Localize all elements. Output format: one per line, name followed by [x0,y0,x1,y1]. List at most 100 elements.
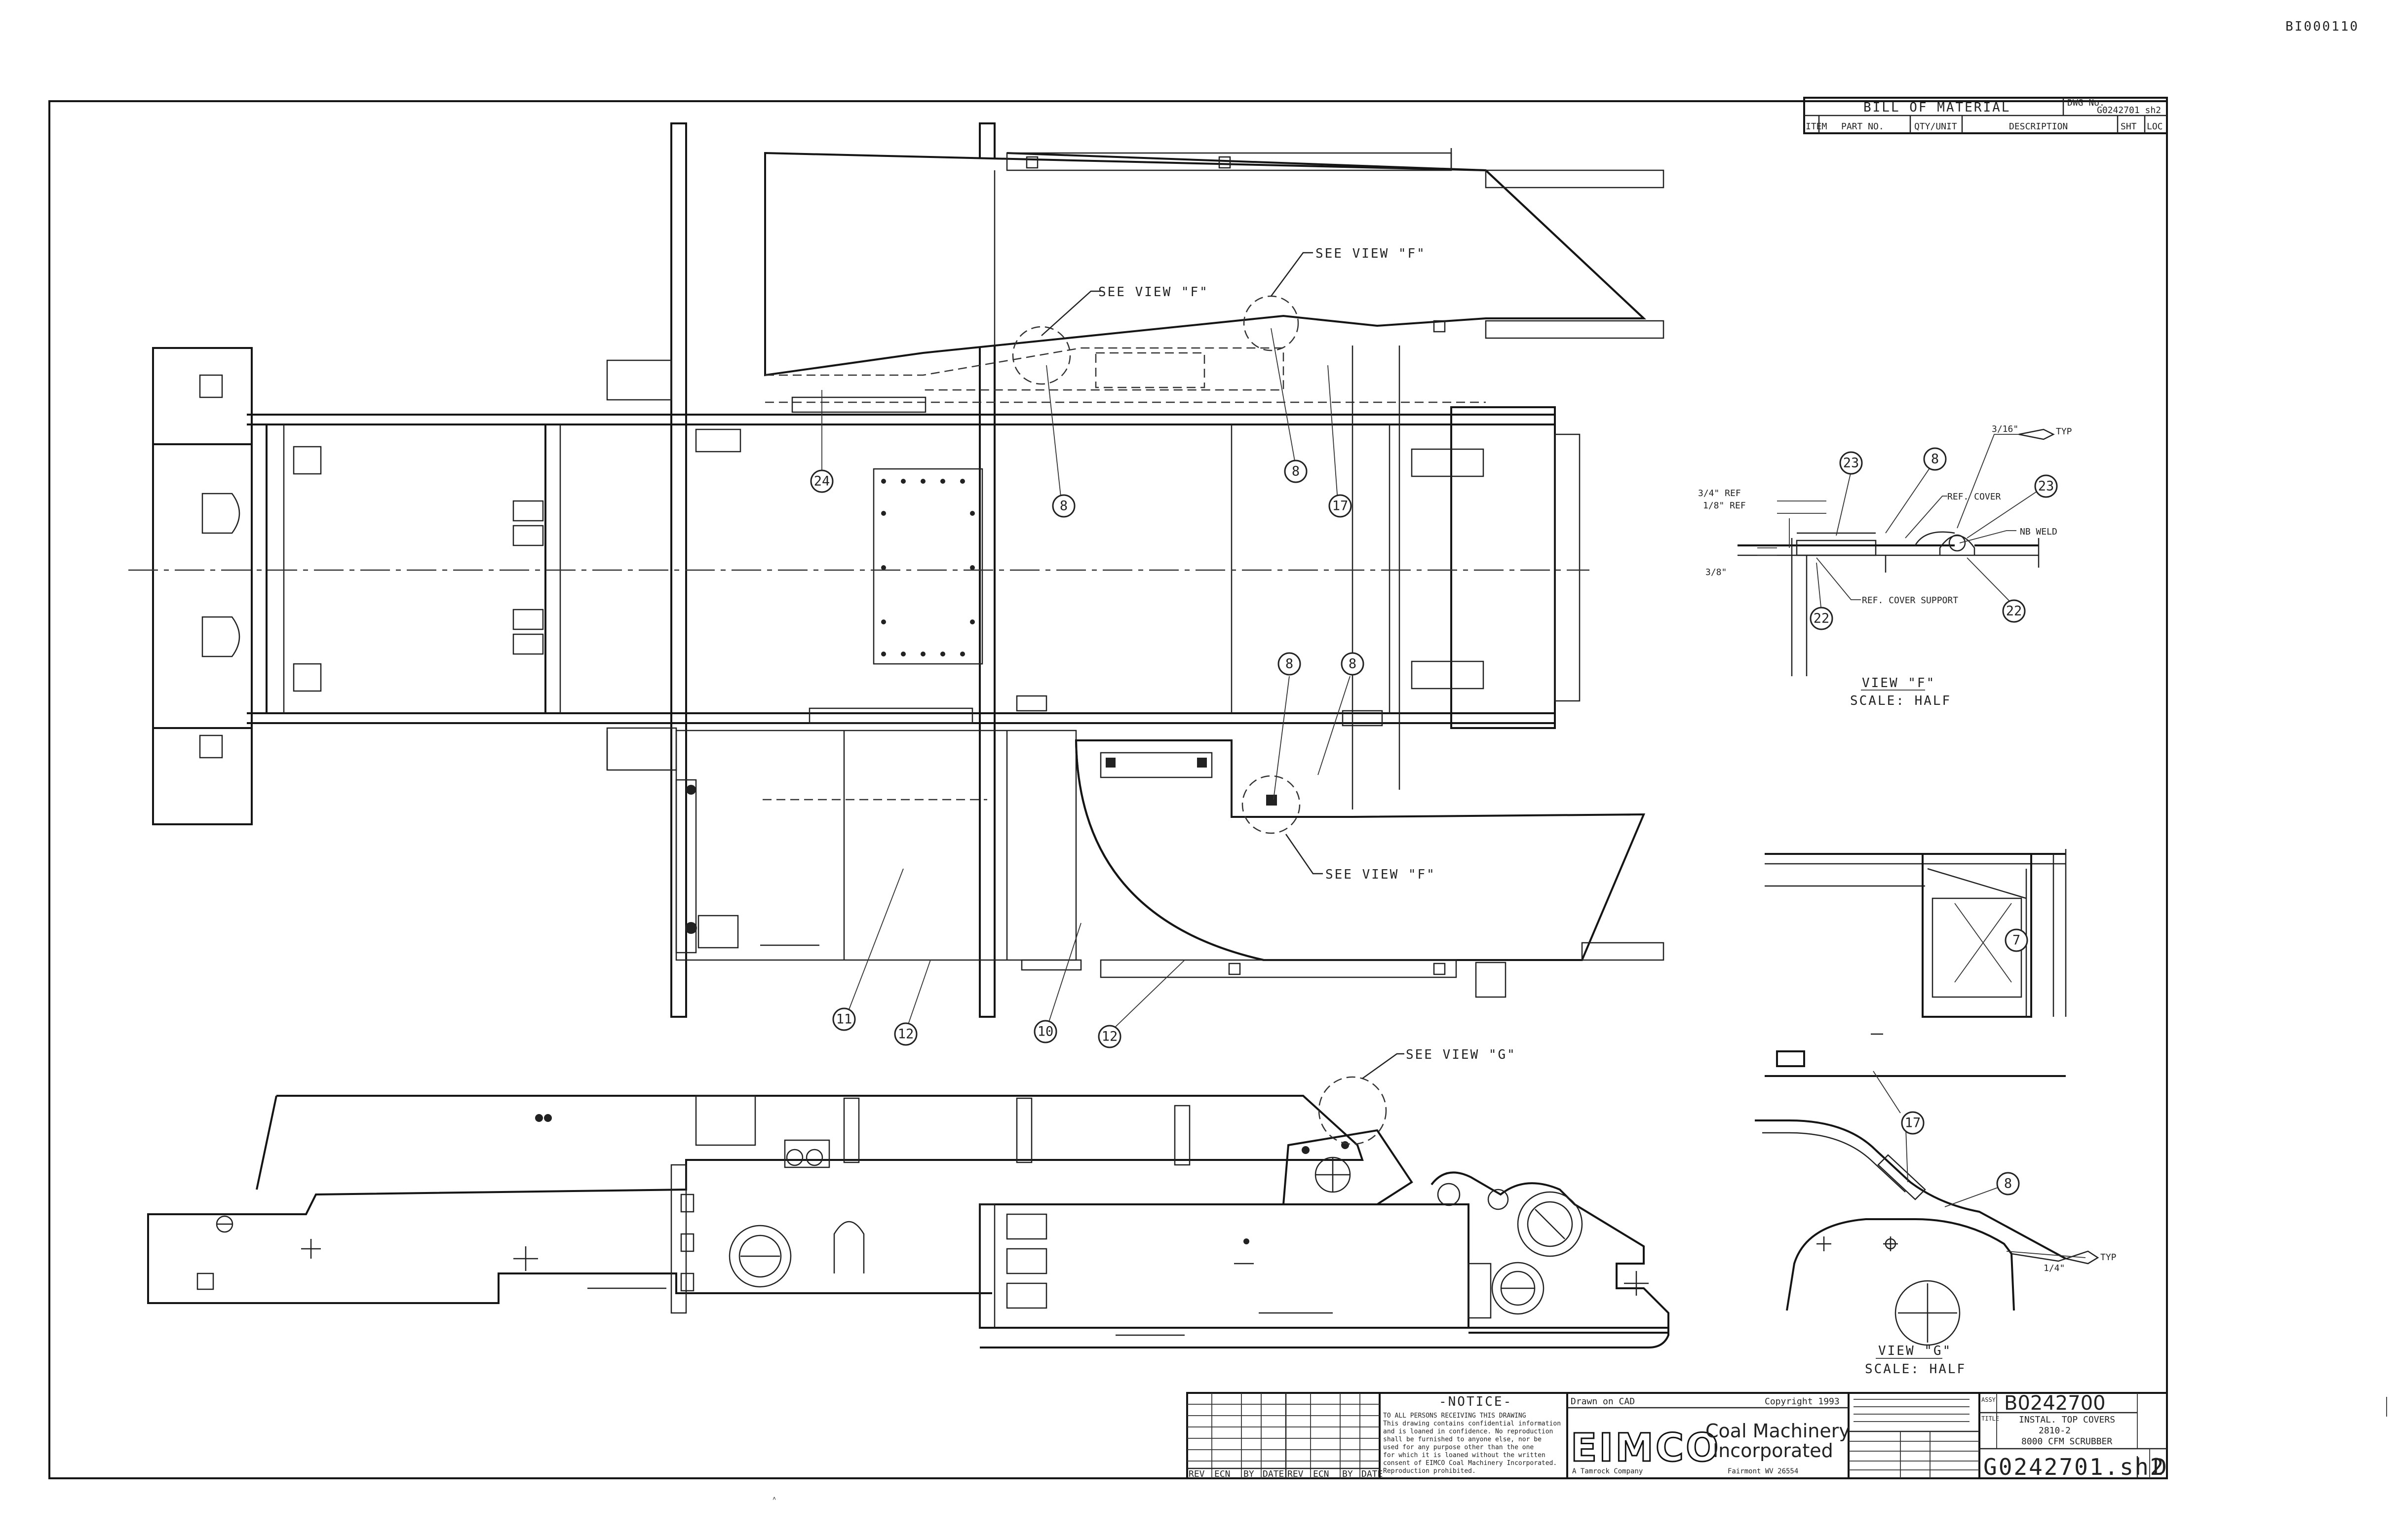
bom-dwg-no: G0242701 sh2 [2097,105,2161,116]
company-sub: A Tamrock Company [1572,1467,1643,1475]
notice-line: TO ALL PERSONS RECEIVING THIS DRAWING [1383,1412,1526,1420]
see-view-f-label-1: SEE VIEW "F" [1098,285,1209,300]
typ-label-f: TYP [2056,426,2072,437]
rev-col-rev: REV [1189,1469,1205,1479]
detail-circle-f-3 [1241,775,1301,834]
notice-line: consent of EIMCO Coal Machinery Incorpor… [1383,1460,1557,1467]
bom-dwg-label: DWG No. [2067,98,2105,108]
rev-col-date: DATE [1263,1469,1284,1479]
company-name-1: Coal Machinery [1705,1420,1850,1442]
balloon: 23 [1839,451,1863,475]
drawing-size: D [2153,1454,2168,1480]
notice-line: This drawing contains confidential infor… [1383,1420,1561,1427]
dim-18-ref: 1/8" REF [1703,500,1746,511]
view-g-title: VIEW "G" [1878,1344,1952,1358]
company-name-2: Incorporated [1713,1440,1833,1462]
weld-size-g: 1/4" [2044,1263,2065,1273]
balloon: 7 [2005,928,2028,952]
balloon: 8 [1284,460,1308,483]
svg-text:23: 23 [2038,479,2054,494]
svg-text:7: 7 [2012,933,2020,948]
view-g-scale: SCALE: HALF [1865,1362,1966,1377]
balloon: 10 [1034,1020,1057,1043]
bom-col-item: ITEM [1806,121,1827,132]
drawn-on-cad: Drawn on CAD [1571,1396,1635,1407]
rev-col-ecn: ECN [1214,1469,1231,1479]
notice-line: shall be furnished to anyone else, nor b… [1383,1436,1542,1443]
section-detail: 7 [1765,849,2067,1077]
balloon: 8 [1052,494,1076,518]
svg-text:8: 8 [1285,656,1293,672]
sheet-id: BI000110 [2285,19,2359,34]
balloon: 12 [894,1022,918,1046]
notice-line: used for any purpose other than the one [1383,1444,1534,1451]
balloon: 8 [1341,652,1364,676]
view-g: 1/4" TYP 17 8 VIEW "G" SCALE: HALF [1755,1071,2117,1377]
bom-col-desc: DESCRIPTION [2009,121,2068,132]
ref-cover-support-label: REF. COVER SUPPORT [1862,595,1958,606]
balloon: 23 [2034,474,2058,498]
rev-col-by: BY [1243,1469,1254,1479]
view-f-title: VIEW "F" [1862,676,1935,691]
notice-line: and is loaned in confidence. No reproduc… [1383,1428,1553,1435]
svg-text:8: 8 [1349,656,1356,672]
bom-col-loc: LOC [2147,121,2163,132]
see-view-f-label-2: SEE VIEW "F" [1315,246,1426,261]
assy-number: B0242700 [2004,1392,2106,1415]
dim-34-ref: 3/4" REF [1698,488,1741,499]
rev-col-by-2: BY [1342,1469,1353,1479]
see-view-g-label: SEE VIEW "G" [1406,1047,1516,1062]
svg-text:11: 11 [836,1012,852,1027]
view-f: 3/4" REF 1/8" REF 3/8" REF. COVER NB WEL… [1698,424,2072,708]
balloon: 8 [1996,1172,2020,1195]
balloon: 24 [810,469,834,493]
bill-of-material: BILL OF MATERIAL DWG No. G0242701 sh2 IT… [1803,97,2168,134]
svg-text:17: 17 [1905,1116,1921,1131]
notice-title: -NOTICE- [1439,1394,1512,1409]
eimco-logo: EIMCO [1571,1426,1720,1470]
svg-text:10: 10 [1038,1024,1054,1040]
company-location: Fairmont WV 26554 [1728,1467,1798,1475]
title-label: TITLE [1981,1415,1999,1422]
title-block: REV ECN BY DATE REV ECN BY DATE -NOTICE-… [1186,1392,2168,1480]
stray-mark: ˄ [773,1495,776,1502]
notice-line: Reproduction prohibited. [1383,1467,1476,1475]
bom-col-sht: SHT [2121,121,2137,132]
copyright: Copyright 1993 [1765,1396,1840,1407]
see-view-f-label-3: SEE VIEW "F" [1325,867,1436,882]
rev-col-ecn-2: ECN [1313,1469,1329,1479]
assy-label: ASSY [1981,1396,1996,1403]
svg-text:22: 22 [2006,604,2022,619]
title-line-3: 8000 CFM SCRUBBER [2021,1436,2112,1447]
bom-col-part: PART NO. [1841,121,1884,132]
bom-col-qty: QTY/UNIT [1914,121,1957,132]
title-line-1: INSTAL. TOP COVERS [2019,1415,2115,1425]
balloon: 8 [1277,652,1301,676]
balloon: 17 [1901,1111,1925,1135]
drawing-number: G0242701.sh2 [1983,1454,2165,1480]
svg-text:24: 24 [814,474,830,489]
rev-col-rev-2: REV [1287,1469,1304,1479]
detail-circle-f-1 [1012,326,1071,385]
svg-text:8: 8 [2004,1176,2012,1192]
title-line-2: 2810-2 [2039,1425,2071,1436]
svg-text:12: 12 [898,1027,914,1042]
side-view: SEE VIEW "G" [147,1047,1669,1348]
detail-circle-g [1318,1076,1387,1145]
svg-text:8: 8 [1931,452,1939,467]
svg-text:8: 8 [1060,499,1068,514]
typ-label-g: TYP [2100,1252,2117,1263]
balloon: 11 [832,1007,856,1031]
balloon: 22 [2002,599,2026,623]
balloon: 17 [1328,494,1352,518]
sheet-border [48,100,2168,1479]
svg-text:23: 23 [1843,456,1859,471]
nb-weld-label: NB WELD [2020,527,2057,537]
svg-text:17: 17 [1332,499,1349,514]
svg-text:8: 8 [1292,464,1300,479]
notice-line: for which it is loaned without the writt… [1383,1452,1545,1459]
balloon: 12 [1098,1025,1121,1048]
svg-text:22: 22 [1814,611,1830,626]
